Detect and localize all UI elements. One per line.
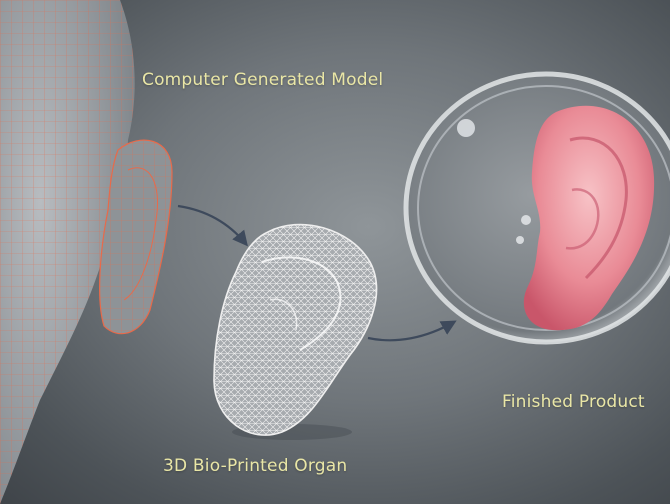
mesh-ear-icon xyxy=(213,223,378,440)
ear-in-petri-dish-icon xyxy=(403,71,670,345)
caption-computer-model: Computer Generated Model xyxy=(142,70,384,90)
curved-arrow-icon xyxy=(177,204,248,247)
wireframe-head-icon xyxy=(0,0,173,504)
curved-arrow-icon xyxy=(367,320,457,342)
caption-finished-product: Finished Product xyxy=(502,392,645,412)
caption-bioprinted-organ: 3D Bio-Printed Organ xyxy=(163,456,348,476)
